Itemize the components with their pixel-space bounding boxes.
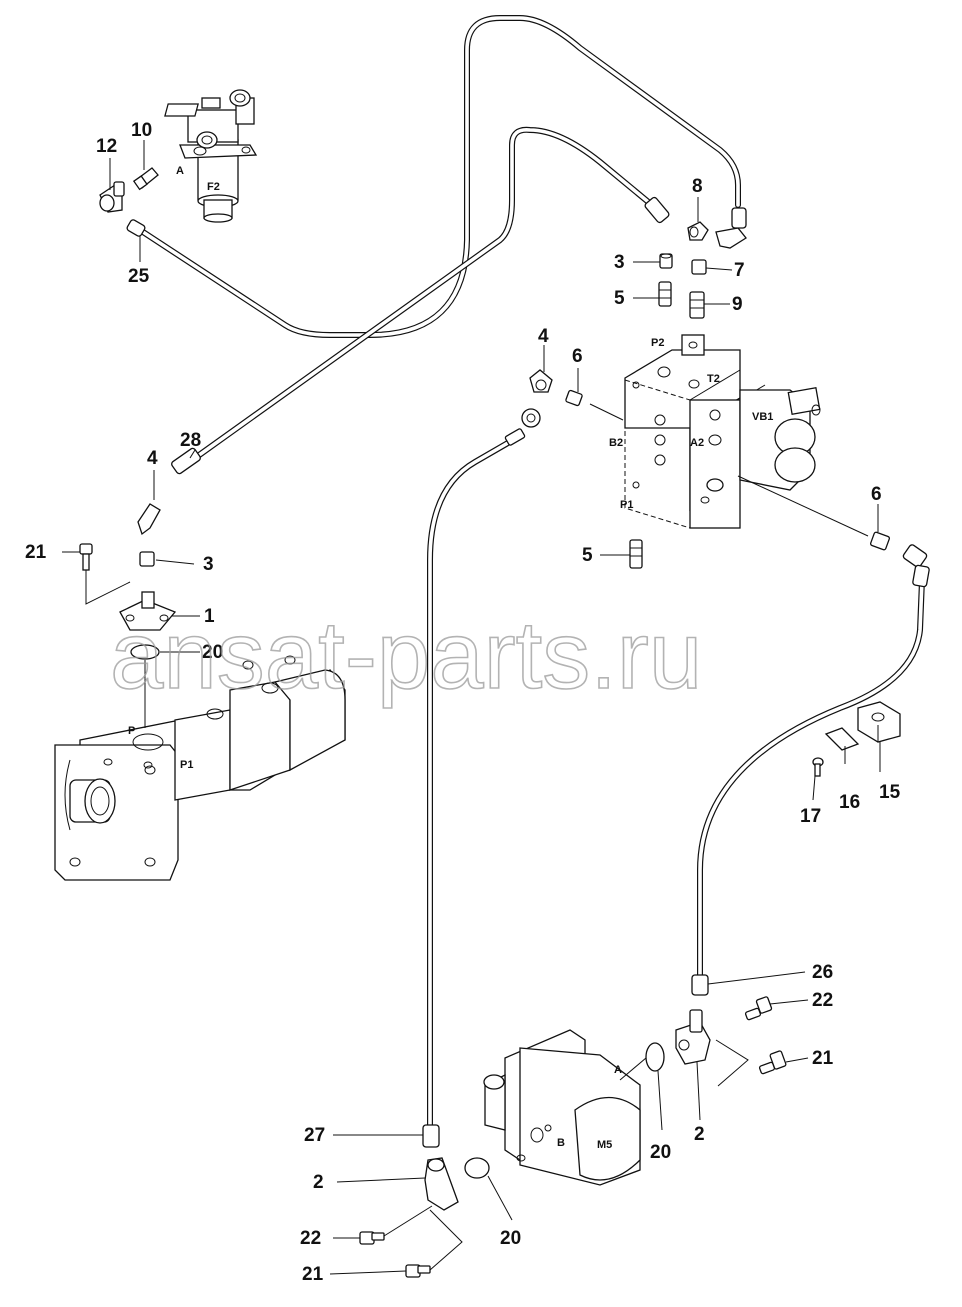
pipe-end-upper-right [715,207,747,249]
valve-port-p2-tag: P2 [651,337,664,349]
callout-7: 7 [734,260,745,281]
filter-port-a-tag: A [176,165,184,177]
o-ring-20-motor-b [464,1157,490,1179]
adapter-fitting-9 [689,291,705,319]
valve-port-p1-tag: P1 [620,499,633,511]
hose-end-26-bottom [691,974,709,996]
callout-2-right: 2 [694,1124,705,1145]
callout-12: 12 [96,136,117,157]
adapter-fitting-6-right [870,531,890,551]
elbow-fitting-8 [687,221,709,241]
callout-28: 28 [180,430,201,451]
watermark-text: ansat-parts.ru [110,602,702,709]
motor-m5-tag: M5 [597,1139,612,1151]
plug-fitting-3-left [139,551,155,567]
callout-3-left: 3 [203,554,214,575]
motor-port-a-tag: A [614,1064,622,1076]
elbow-fitting-4-top [529,369,553,393]
plug-fitting-3-top [659,253,673,269]
callout-9: 9 [732,294,743,315]
adapter-fitting-6-top [565,389,583,407]
valve-port-b2-tag: B2 [609,437,623,449]
callout-17: 17 [800,806,821,827]
bolt-22-right [744,996,773,1021]
motor-port-b-tag: B [557,1137,565,1149]
callout-8: 8 [692,176,703,197]
hydraulic-motor-m5: A B M5 [483,1029,641,1186]
pump-port-p-tag: P [128,725,135,737]
hose-end-25 [126,219,146,237]
callout-26: 26 [812,962,833,983]
callout-22-right: 22 [812,990,833,1011]
elbow-fitting-4-left [137,503,161,536]
callouts: 12 10 25 8 3 7 5 9 4 6 28 4 21 3 1 20 6 … [25,120,901,1285]
callout-10: 10 [131,120,152,141]
callout-20-pump: 20 [202,642,223,663]
flange-adapter-1 [119,591,177,631]
fittings [79,167,930,1278]
hose-end-28 [171,447,201,475]
pipe-end-valve-top [644,196,670,224]
adapter-fitting-10 [132,167,159,191]
callout-27: 27 [304,1125,325,1146]
hose-end-27-bottom [422,1124,440,1148]
bolt-21-bottom [405,1264,431,1278]
pressure-filter-f2: A F2 [164,89,258,223]
elbow-fitting-12 [99,181,125,213]
flange-elbow-2-right [675,1009,711,1065]
valve-vb1-tag: VB1 [752,411,773,423]
bolt-21-left [79,543,93,571]
adapter-fitting-5-top [658,281,672,307]
pipes [137,15,925,1128]
callout-22-bottom: 22 [300,1228,321,1249]
adapter-fitting-5-bottom [629,539,643,569]
callout-2-bottom: 2 [313,1172,324,1193]
callout-1: 1 [204,606,215,627]
callout-3-top: 3 [614,252,625,273]
pipe-end-27-top [504,408,541,446]
cover-plate-16 [824,727,860,751]
callout-15: 15 [879,782,901,803]
callout-20-motor-b: 20 [500,1228,521,1249]
callout-21-bottom: 21 [302,1264,324,1285]
valve-port-t2-tag: T2 [707,373,720,385]
o-ring-20-pump [130,644,160,660]
callout-4-left: 4 [147,448,158,469]
callout-25: 25 [128,266,150,287]
pump-p1-tag: P1 [180,759,193,771]
o-ring-20-motor-a [645,1042,665,1072]
callout-5-bottom: 5 [582,545,593,566]
callout-6-top: 6 [572,346,583,367]
callout-21-left: 21 [25,542,47,563]
filter-f2-tag: F2 [207,181,220,193]
pipe-end-26-top [902,544,930,588]
clamp-block-15 [857,701,901,743]
callout-6-right: 6 [871,484,882,505]
gear-pump-p1: P P1 [54,655,346,881]
pipe-27 [427,433,523,1128]
valve-port-a2-tag: A2 [690,437,704,449]
callout-16: 16 [839,792,860,813]
screw-17 [812,757,824,777]
callout-20-motor-a: 20 [650,1142,671,1163]
callout-5-top: 5 [614,288,625,309]
plug-fitting-7 [691,259,707,275]
bolt-21-right [758,1050,787,1075]
control-valve-block: P2 T2 VB1 B2 A2 P1 [609,334,821,529]
callout-21-right: 21 [812,1048,834,1069]
leader-lines [62,140,881,1275]
flange-elbow-2-bottom [424,1157,459,1211]
bolt-22-bottom [359,1231,385,1245]
callout-4-top: 4 [538,326,549,347]
